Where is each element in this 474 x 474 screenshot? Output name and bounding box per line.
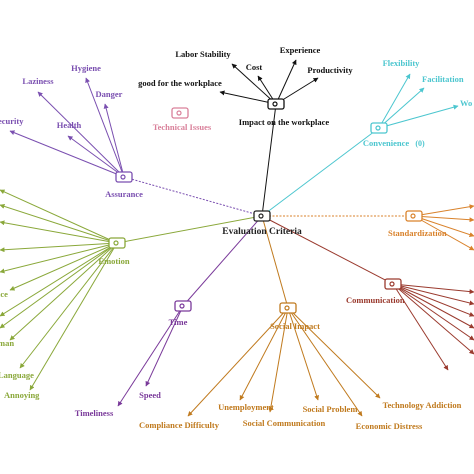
child-link-assurance: [37, 91, 125, 178]
convenience-child-label: Flexibility: [383, 58, 421, 68]
child-link-social: [187, 307, 289, 417]
assurance-child-label: Danger: [96, 89, 123, 99]
child-link-communication: [392, 283, 474, 355]
emotion-node-label: Emotion: [98, 256, 129, 266]
child-link-emotion: [0, 242, 118, 253]
convenience-node-label: Convenience: [363, 138, 410, 148]
social-child-label: Social Problem: [303, 404, 358, 414]
workplace-child-label: Productivity: [307, 65, 353, 75]
child-link-communication: [392, 283, 474, 317]
branch-link-social: [261, 215, 290, 309]
assurance-child-label: ecurity: [0, 116, 24, 126]
workplace-child-label: Labor Stability: [175, 49, 231, 59]
communication-node-label: Communication: [346, 295, 405, 305]
child-link-social: [287, 307, 363, 417]
child-link-emotion: [0, 189, 118, 244]
time-node-icon: [174, 300, 192, 312]
child-link-social: [287, 307, 381, 399]
assurance-child-label: Laziness: [22, 76, 54, 86]
workplace-node-icon: [267, 98, 285, 110]
center-node-icon: [253, 210, 271, 222]
emotion-child-label: Annoying: [4, 390, 40, 400]
standardization-node-label: Standardization: [388, 228, 447, 238]
social-child-label: Technology Addiction: [383, 400, 462, 410]
workplace-child-label: Experience: [280, 45, 321, 55]
social-child-label: Compliance Difficulty: [139, 420, 220, 430]
child-link-convenience: [378, 87, 425, 129]
child-link-communication: [392, 283, 449, 371]
child-link-workplace: [231, 63, 277, 105]
social-child-label: Economic Distress: [356, 421, 423, 431]
child-link-emotion: [0, 204, 118, 244]
child-link-emotion: [0, 242, 118, 317]
child-link-standardization: [413, 204, 474, 217]
workplace-node-label: Impact on the workplace: [239, 117, 330, 127]
center-node-label: Evaluation Criteria: [222, 227, 302, 237]
branch-link-convenience: [261, 127, 380, 217]
child-link-standardization: [413, 215, 474, 223]
communication-node-icon: [384, 278, 402, 290]
branch-link-emotion: [116, 215, 263, 245]
assurance-child-label: Health: [57, 120, 82, 130]
standardization-node-icon: [405, 210, 423, 222]
child-link-workplace: [275, 59, 297, 105]
child-link-assurance: [67, 135, 125, 178]
convenience-child-label: Wo: [460, 98, 472, 108]
child-link-communication: [392, 283, 474, 295]
assurance-node-icon: [115, 171, 133, 183]
convenience-child-label: Facilitation: [422, 74, 464, 84]
child-link-social: [268, 307, 289, 413]
child-link-social: [287, 307, 319, 401]
technical-node-icon: [171, 107, 189, 119]
child-link-emotion: [9, 242, 118, 291]
branch-link-workplace: [261, 103, 278, 217]
child-link-time: [145, 305, 184, 387]
child-link-social: [239, 307, 289, 401]
emotion-child-label: man: [0, 338, 14, 348]
time-child-label: Speed: [139, 390, 161, 400]
convenience-node-badge: (0): [415, 139, 425, 148]
social-child-label: Social Communication: [243, 418, 326, 428]
child-link-workplace: [219, 90, 277, 105]
assurance-child-label: Hygiene: [71, 63, 101, 73]
assurance-node-label: Assurance: [105, 189, 143, 199]
child-link-assurance: [9, 130, 125, 178]
child-link-emotion: [0, 242, 118, 329]
child-link-convenience: [378, 104, 459, 129]
child-link-emotion: [19, 242, 118, 369]
workplace-child-label: good for the workplace: [138, 78, 222, 88]
time-node-label: Time: [169, 317, 188, 327]
workplace-child-label: Cost: [246, 62, 263, 72]
child-link-emotion: [9, 242, 118, 341]
child-link-standardization: [413, 215, 474, 251]
social-node-label: Social Impact: [270, 321, 320, 331]
emotion-child-label: ice: [0, 289, 8, 299]
social-child-label: Unemployment: [218, 402, 274, 412]
child-link-emotion: [29, 242, 118, 391]
child-link-standardization: [413, 215, 474, 237]
convenience-node-icon: [370, 122, 388, 134]
emotion-node-icon: [108, 237, 126, 249]
branch-link-time: [182, 215, 263, 307]
branch-link-communication: [261, 215, 394, 285]
emotion-child-label: Language: [0, 370, 34, 380]
child-link-convenience: [378, 73, 411, 129]
child-link-assurance: [85, 77, 125, 178]
child-link-assurance: [103, 103, 125, 178]
child-link-emotion: [0, 242, 118, 274]
child-link-communication: [392, 283, 474, 341]
social-node-icon: [279, 302, 297, 314]
time-child-label: Timeliness: [75, 408, 114, 418]
child-link-time: [117, 305, 184, 407]
branch-link-assurance: [123, 175, 263, 217]
child-link-communication: [392, 283, 474, 306]
child-link-communication: [392, 283, 474, 329]
child-link-emotion: [0, 220, 118, 244]
technical-node-label: Technical Issues: [153, 122, 212, 132]
